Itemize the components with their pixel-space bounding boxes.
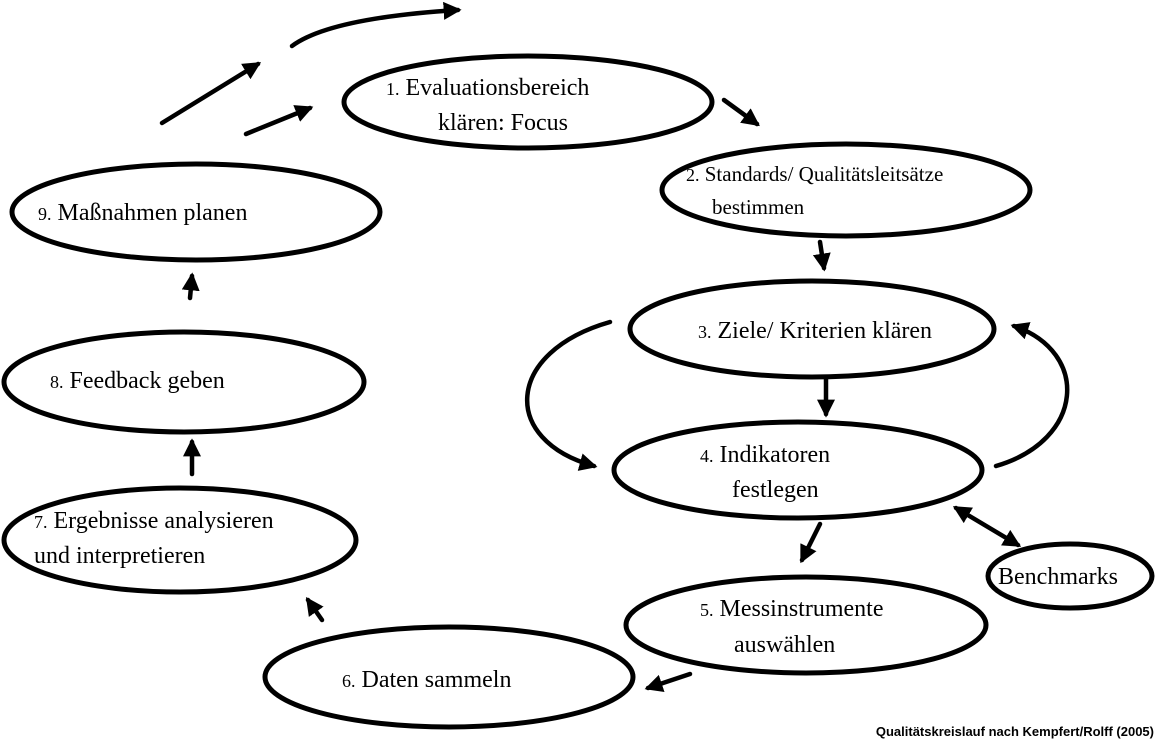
node-7-ergebnisse: 7. Ergebnisse analysieren und interpreti… [1,485,359,595]
svg-text:4. Indikatoren: 4. Indikatoren [700,442,830,468]
node-8-feedback: 8. Feedback geben [1,329,367,435]
node-benchmarks: Benchmarks [985,541,1155,611]
node-6-daten-sammeln: 6. Daten sammeln [262,624,636,730]
node-3-ziele: 3. Ziele/ Kriterien klären [627,278,997,380]
node-5-messinstrumente: 5. Messinstrumente auswählen [623,574,989,676]
edge-n8-n9 [181,272,200,301]
edges [159,1,1070,692]
svg-text:6. Daten sammeln: 6. Daten sammeln [342,667,511,693]
edge-cycle-diagonal [159,61,262,126]
node-4-indikatoren: 4. Indikatoren festlegen [611,419,985,521]
svg-text:auswählen: auswählen [734,632,835,658]
edge-n3-n4-curved [525,319,613,471]
edge-cycle-top-arc [289,1,462,49]
svg-text:3. Ziele/ Kriterien klären: 3. Ziele/ Kriterien klären [698,318,932,344]
svg-text:1. Evaluationsbereich: 1. Evaluationsbereich [386,75,589,101]
svg-text:7. Ergebnisse analysieren: 7. Ergebnisse analysieren [34,508,274,534]
svg-text:8. Feedback geben: 8. Feedback geben [50,368,225,394]
svg-text:2. Standards/ Qualitätsleitsät: 2. Standards/ Qualitätsleitsätze [686,162,943,186]
node-1-evaluationsbereich: 1. Evaluationsbereich klären: Focus [341,53,715,151]
edge-n9-n1 [243,105,314,137]
svg-text:klären: Focus: klären: Focus [438,110,568,136]
svg-text:9. Maßnahmen planen: 9. Maßnahmen planen [38,200,247,226]
svg-text:festlegen: festlegen [732,477,819,503]
edge-n4-benchmarks [952,505,1022,548]
svg-text:5. Messinstrumente: 5. Messinstrumente [700,596,883,622]
svg-text:und interpretieren: und interpretieren [34,543,205,569]
edge-n5-n6 [644,671,693,692]
svg-text:Benchmarks: Benchmarks [998,564,1118,590]
figure-caption: Qualitätskreislauf nach Kempfert/Rolff (… [875,724,1154,739]
node-9-massnahmen: 9. Maßnahmen planen [9,161,383,263]
edge-n4-n5 [799,521,823,564]
edge-n6-n7 [305,597,325,623]
edge-n2-n3 [812,239,831,272]
node-2-standards: 2. Standards/ Qualitätsleitsätze bestimm… [659,141,1033,239]
edge-n1-n2 [721,97,760,127]
edge-n4-n3-curved [993,322,1070,469]
svg-text:bestimmen: bestimmen [712,195,805,219]
